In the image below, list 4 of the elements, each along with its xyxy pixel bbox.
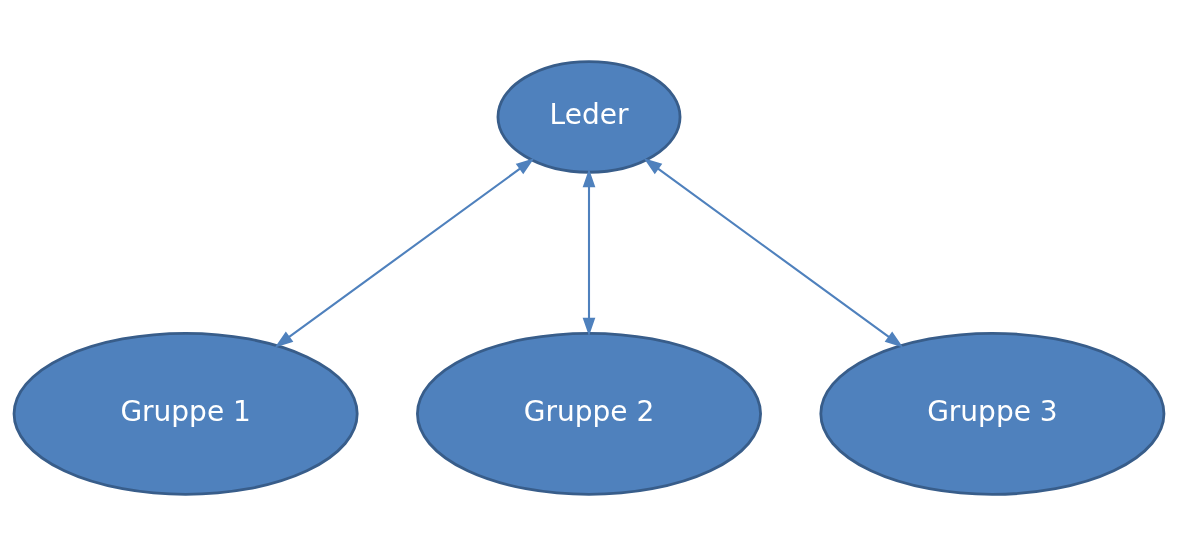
- arrow: [643, 158, 904, 348]
- arrow: [274, 158, 535, 348]
- arrow: [582, 169, 596, 336]
- node-ellipse: Gruppe 2: [416, 331, 762, 496]
